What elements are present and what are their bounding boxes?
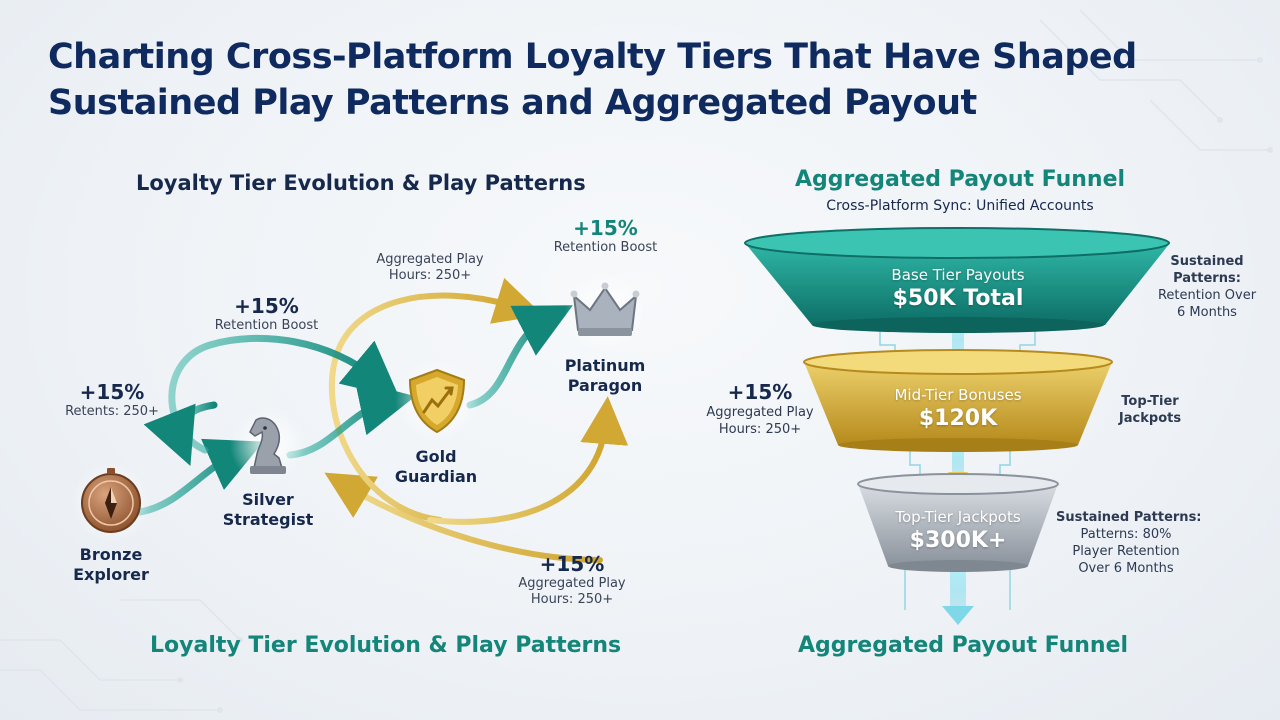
funnel-tier-mid [803, 349, 1113, 452]
arrow-down-icon [942, 606, 974, 625]
teal-flow-arcs [136, 305, 573, 516]
note-mid-left: +15% Aggregated Play Hours: 250+ [706, 380, 814, 437]
left-heading: Loyalty Tier Evolution & Play Patterns [136, 171, 586, 195]
tier-gold-label: Gold Guardian [394, 447, 478, 486]
annotation-retention-boost-1: +15% Retention Boost [214, 294, 319, 333]
beam-bottom [950, 570, 966, 610]
funnel-top-text: Base Tier Payouts $50K Total [891, 266, 1025, 311]
beam-mid [952, 448, 964, 476]
note-top-right: Sustained Patterns: Retention Over 6 Mon… [1157, 254, 1257, 320]
crown-icon [565, 272, 645, 352]
annotation-retents: +15% Retents: 250+ [65, 380, 159, 419]
title-line-1: Charting Cross-Platform Loyalty Tiers Th… [48, 37, 1137, 77]
annotation-play-hours-2: +15% Aggregated Play Hours: 250+ [518, 552, 626, 607]
right-heading: Aggregated Payout Funnel [794, 167, 1126, 192]
right-footer: Aggregated Payout Funnel [797, 633, 1129, 658]
shield-icon [395, 358, 479, 442]
tier-platinum-label: Platinum Paragon [564, 356, 646, 395]
note-bottom-right: Sustained Patterns: Patterns: 80% Player… [1056, 510, 1202, 576]
gold-flow-arcs [324, 277, 629, 563]
funnel-bottom-text: Top-Tier Jackpots $300K+ [895, 508, 1021, 553]
note-mid-right: Top-Tier Jackpots [1118, 394, 1182, 426]
tier-bronze-label: Bronze Explorer [73, 545, 149, 584]
funnel-tier-top [744, 227, 1170, 333]
annotation-play-hours-1: Aggregated Play Hours: 250+ [376, 252, 484, 283]
left-footer: Loyalty Tier Evolution & Play Patterns [150, 633, 622, 658]
chess-knight-icon [230, 407, 306, 483]
tier-silver-label: Silver Strategist [222, 490, 314, 529]
right-subheading: Cross-Platform Sync: Unified Accounts [826, 198, 1094, 214]
funnel-mid-text: Mid-Tier Bonuses $120K [894, 386, 1022, 431]
annotation-retention-boost-2: +15% Retention Boost [553, 216, 658, 255]
title-line-2: Sustained Play Patterns and Aggregated P… [48, 83, 977, 123]
page-title: Charting Cross-Platform Loyalty Tiers Th… [48, 34, 1248, 126]
compass-icon [71, 463, 151, 543]
funnel-tier-bottom [857, 473, 1059, 572]
